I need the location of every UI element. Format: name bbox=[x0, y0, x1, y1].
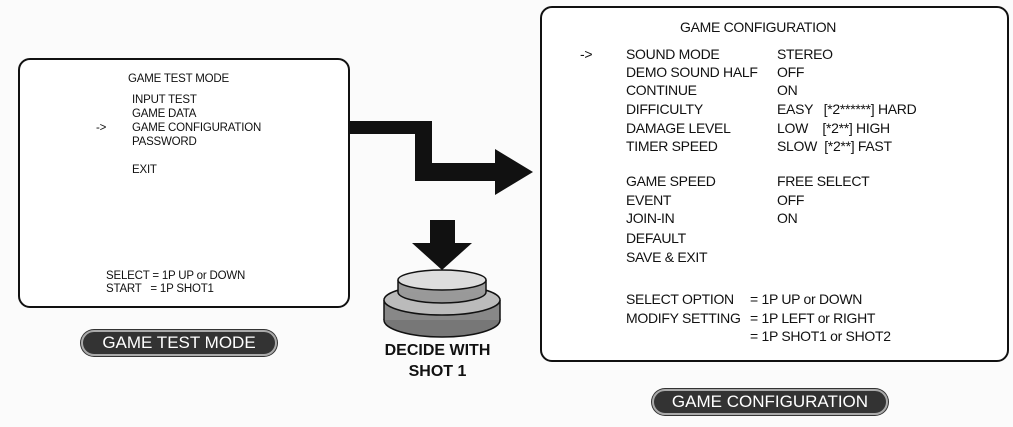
config-option-name: DEMO SOUND HALF bbox=[626, 64, 758, 80]
config-cursor: -> bbox=[580, 46, 593, 62]
config-option-value: FREE SELECT bbox=[777, 173, 870, 189]
test-mode-screen: GAME TEST MODE INPUT TEST GAME DATA -> G… bbox=[18, 58, 350, 308]
config-option-name: TIMER SPEED bbox=[626, 138, 718, 154]
config-option-name: SAVE & EXIT bbox=[626, 249, 708, 265]
config-option-name: CONTINUE bbox=[626, 82, 697, 98]
config-option-name: DIFFICULTY bbox=[626, 101, 703, 117]
help-select-name: SELECT OPTION bbox=[626, 291, 734, 307]
test-mode-label: GAME TEST MODE bbox=[81, 330, 277, 356]
config-option-name: JOIN-IN bbox=[626, 210, 675, 226]
footer-start: START = 1P SHOT1 bbox=[106, 283, 214, 295]
footer-select: SELECT = 1P UP or DOWN bbox=[106, 270, 246, 282]
decide-label-line1: DECIDE WITH bbox=[384, 342, 491, 359]
decide-label-line2: SHOT 1 bbox=[408, 363, 467, 380]
config-option-value: ON bbox=[777, 210, 798, 226]
help-modify-name: MODIFY SETTING bbox=[626, 310, 741, 326]
config-option-value: STEREO bbox=[777, 46, 833, 62]
help-modify-value-2: = 1P SHOT1 or SHOT2 bbox=[750, 328, 891, 344]
menu-item-exit[interactable]: EXIT bbox=[132, 164, 157, 176]
game-configuration-label: GAME CONFIGURATION bbox=[652, 389, 888, 415]
menu-item-game-configuration[interactable]: GAME CONFIGURATION bbox=[132, 122, 262, 134]
menu-item-input-test[interactable]: INPUT TEST bbox=[132, 94, 197, 106]
config-option-value: OFF bbox=[777, 192, 805, 208]
config-option-name: EVENT bbox=[626, 192, 672, 208]
config-option-name: DAMAGE LEVEL bbox=[626, 120, 731, 136]
config-option-name: SOUND MODE bbox=[626, 46, 720, 62]
help-select-value: = 1P UP or DOWN bbox=[750, 291, 863, 307]
menu-item-password[interactable]: PASSWORD bbox=[132, 136, 197, 148]
config-option-name: GAME SPEED bbox=[626, 173, 716, 189]
down-arrow-icon bbox=[412, 220, 472, 270]
menu-item-game-data[interactable]: GAME DATA bbox=[132, 108, 197, 120]
config-option-value: OFF bbox=[777, 64, 805, 80]
test-screen-title: GAME TEST MODE bbox=[128, 73, 229, 85]
config-option-value: SLOW [*2**] FAST bbox=[777, 138, 892, 154]
menu-cursor: -> bbox=[96, 122, 107, 134]
config-screen-title: GAME CONFIGURATION bbox=[680, 19, 837, 35]
help-modify-value: = 1P LEFT or RIGHT bbox=[750, 310, 876, 326]
flow-arrow-icon bbox=[282, 121, 533, 195]
push-button-icon bbox=[383, 269, 501, 338]
config-option-value: LOW [*2**] HIGH bbox=[777, 120, 890, 136]
game-configuration-screen: GAME CONFIGURATION -> SOUND MODE STEREO … bbox=[540, 6, 1009, 362]
config-option-name: DEFAULT bbox=[626, 230, 686, 246]
config-option-value: EASY [*2******] HARD bbox=[777, 101, 917, 117]
config-option-value: ON bbox=[777, 82, 798, 98]
